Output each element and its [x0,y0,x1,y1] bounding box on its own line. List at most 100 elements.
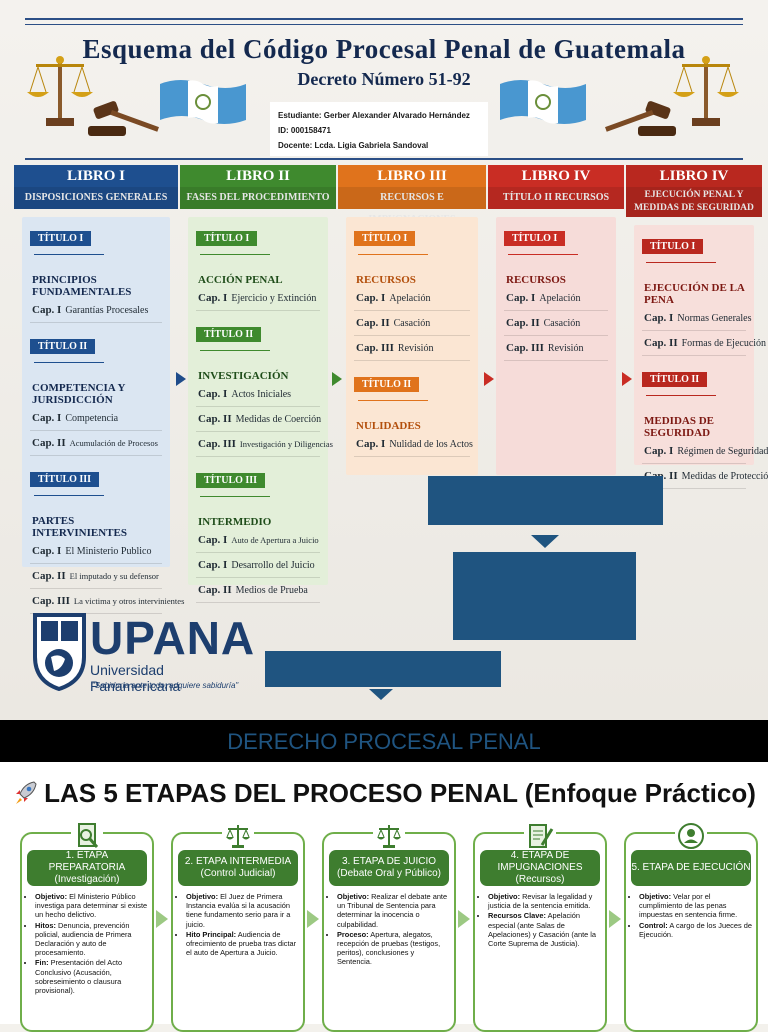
titulo-row: TÍTULO I [354,225,470,264]
chevron-right-icon [156,910,168,928]
stage-card: 3. ETAPA DE JUICIO(Debate Oral y Público… [322,820,456,1032]
stage-point-label: Hito Principal: [186,929,237,939]
stage-point-text: Realizar el debate ante un Tribunal de S… [337,892,448,929]
capitulo-text: Desarrollo del Juicio [231,560,315,571]
arrow-right-icon [332,372,342,386]
titulo-row: TÍTULO I [30,225,162,264]
capitulo-number: Cap. III [32,595,70,607]
capitulo-number: Cap. I [644,312,674,324]
titulo-line [646,262,716,264]
stage-point-label: Objetivo: [186,892,219,901]
capitulo-text: Investigación y Diligencias [239,439,333,449]
stage-point: Recursos Clave: Apelación especial (ante… [488,911,601,948]
titulo-line [34,362,104,364]
stage-name: 3. ETAPA DE JUICIO [341,856,437,867]
capitulo-divider [354,335,470,336]
stage-point-label: Hitos: [35,920,56,930]
stage-card: 4. ETAPA DE IMPUGNACIONES(Recursos) Objet… [473,820,607,1032]
capitulo-text: Medidas de Coerción [235,414,322,425]
libro-subtitle: FASES DEL PROCEDIMIENTO [180,187,336,209]
stage-card: 5. ETAPA DE EJECUCIÓNObjetivo: Velar por… [624,820,758,1032]
stage-point: Objetivo: El Juez de Primera Instancia e… [186,892,299,929]
stage-name: 1. ETAPA PREPARATORIA [48,850,126,873]
stage-header: 4. ETAPA DE IMPUGNACIONES(Recursos) [480,850,600,886]
titulo-name: PARTES INTERVINIENTES [32,515,127,539]
stage-point: Proceso: Apertura, alegatos, recepción d… [337,930,450,967]
stage-header: 5. ETAPA DE EJECUCIÓN [631,850,751,886]
upana-motto: "Sabiduría ante todo; adquiere sabiduría… [92,681,239,690]
stage-point-label: Recursos Clave: [488,911,546,921]
titulo-row: TÍTULO I [642,233,746,272]
capitulo-text: Régimen de Seguridad [677,446,768,457]
capitulo-text: El Ministerio Publico [65,546,152,557]
capitulo-divider [30,588,162,589]
arrow-right-icon [176,372,186,386]
titulo-name: RECURSOS [506,274,566,286]
titulo-row: TÍTULO II [196,321,320,360]
titulo-row: TÍTULO II [642,366,746,405]
capitulo-number: Cap. II [198,413,232,425]
stage-point: Hito Principal: Audiencia de ofrecimient… [186,930,299,958]
titulo-label: TÍTULO II [354,377,420,392]
scales-icon [27,56,93,126]
libro-subtitle: TÍTULO II RECURSOS [488,187,624,209]
stage-point-text: Denuncia, prevención policial, audiencia… [35,920,132,958]
capitulo-text: Medios de Prueba [235,585,308,596]
capitulo-divider [196,406,320,407]
capitulo-number: Cap. I [356,438,386,450]
stage-point-text: Apertura, alegatos, recepción de pruebas… [337,929,441,967]
stage-point-text: El Ministerio Público investiga para det… [35,892,148,920]
magnifier-document-icon [71,820,103,852]
upana-name: UPANA [90,612,256,664]
upana-university: Universidad Panamericana [90,662,181,694]
capitulo-text: Nulidad de los Actos [389,439,473,450]
stages-section: LAS 5 ETAPAS DEL PROCESO PENAL (Enfoque … [0,762,768,1032]
titulo-label: TÍTULO II [30,339,96,354]
capitulo-divider [30,563,162,564]
titulo-row: TÍTULO I [504,225,608,264]
stage-points: Objetivo: Realizar el debate ante un Tri… [330,892,450,968]
capitulo-divider [196,456,320,457]
titulo-line [200,350,270,352]
stage-point-label: Fin: [35,958,49,968]
capitulo-text: Competencia [65,413,119,424]
titulo-label: TÍTULO II [196,327,262,342]
capitulo-number: Cap. II [198,584,232,596]
capitulo-text: Actos Iniciales [231,389,292,400]
stage-point-label: Objetivo: [488,892,521,901]
gavel-icon [88,101,159,136]
titulo-name: INTERMEDIO [198,516,272,528]
top-rule [25,18,743,20]
blank-box-1 [428,476,663,525]
upana-logo: UPANA Universidad Panamericana "Sabidurí… [32,611,254,701]
capitulo-text: La victima y otros intervinientes [73,596,185,606]
titulo-name: ACCIÓN PENAL [198,274,283,286]
capitulo-divider [504,360,608,361]
stage-name: 4. ETAPA DE IMPUGNACIONES [497,850,583,873]
capitulo-text: El imputado y su defensor [69,571,159,581]
libro-label: LIBRO IV [488,165,624,187]
capitulo-divider [642,488,746,489]
titulo-line [200,254,270,256]
stage-header: 2. ETAPA INTERMEDIA(Control Judicial) [178,850,298,886]
titulo-name: RECURSOS [356,274,416,286]
student-name: Estudiante: Gerber Alexander Alvarado He… [278,111,470,120]
stage-point-text: A cargo de los Jueces de Ejecución. [639,920,752,939]
stage-points: Objetivo: El Ministerio Público investig… [28,892,148,996]
stage-subtitle: (Recursos) [515,874,565,885]
